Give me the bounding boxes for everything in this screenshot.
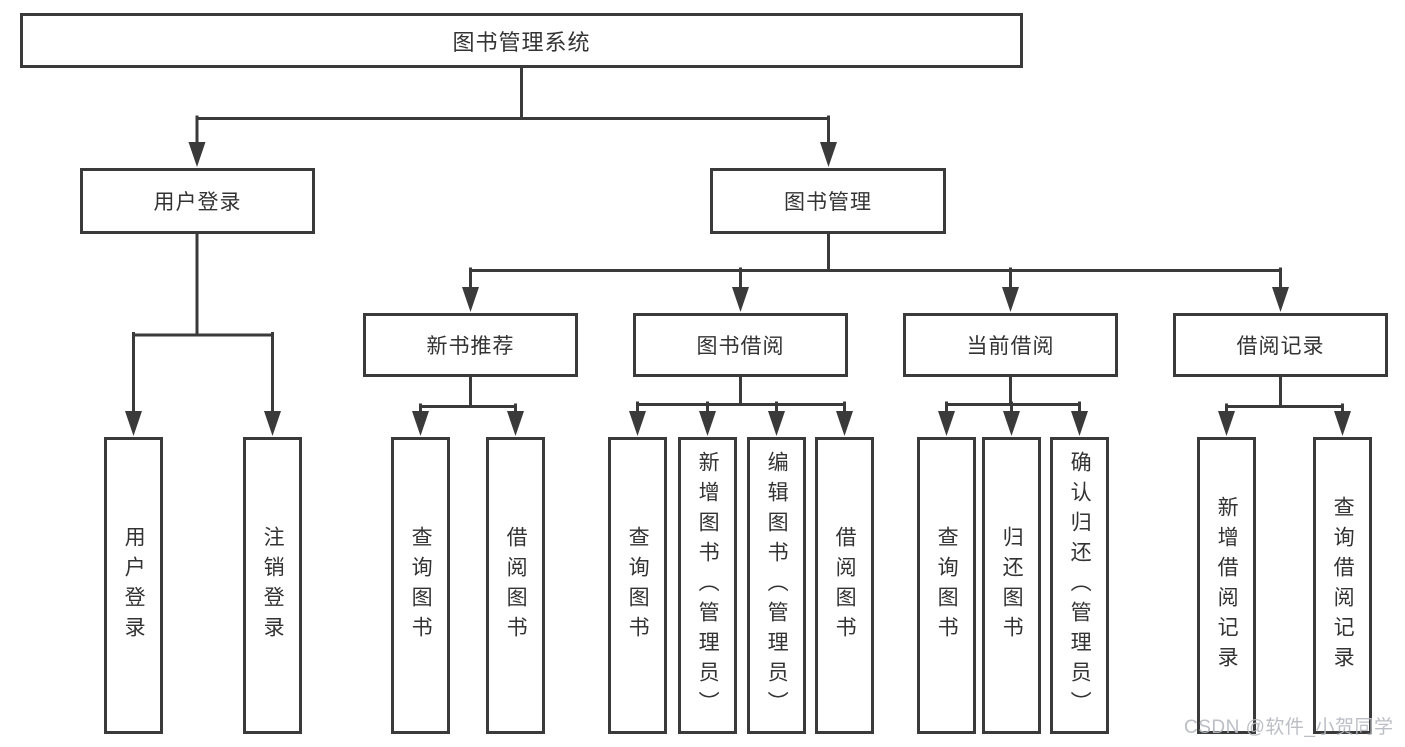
node-cb-return-book: 归还图书 bbox=[982, 437, 1041, 734]
node-new-book-rec: 新书推荐 bbox=[363, 313, 578, 377]
node-cb-query-book: 查询图书 bbox=[917, 437, 976, 734]
node-br-query-record-label: 查询借阅记录 bbox=[1331, 495, 1355, 676]
arrowhead-icon bbox=[125, 411, 142, 436]
arrowhead-icon bbox=[768, 411, 785, 436]
node-bb-add-book-label: 新增图书（管理员） bbox=[696, 450, 720, 721]
node-cb-confirm-return-label: 确认归还（管理员） bbox=[1068, 450, 1092, 721]
node-book-mgmt: 图书管理 bbox=[710, 168, 946, 234]
arrowhead-icon bbox=[732, 287, 749, 312]
node-br-query-record: 查询借阅记录 bbox=[1313, 437, 1372, 734]
node-cb-query-book-label: 查询图书 bbox=[935, 525, 959, 646]
node-book-borrow-label: 图书借阅 bbox=[696, 335, 785, 358]
node-user-login-label: 用户登录 bbox=[153, 191, 242, 214]
node-borrow-records-label: 借阅记录 bbox=[1236, 335, 1325, 358]
node-rec-query-book: 查询图书 bbox=[391, 437, 450, 734]
arrowhead-icon bbox=[188, 142, 206, 167]
node-logout-label: 注销登录 bbox=[261, 525, 285, 646]
node-bb-query-book-label: 查询图书 bbox=[626, 525, 650, 646]
arrowhead-icon bbox=[938, 411, 955, 436]
arrowhead-icon bbox=[1218, 411, 1235, 436]
node-book-borrow: 图书借阅 bbox=[633, 313, 848, 377]
arrowhead-icon bbox=[1334, 411, 1351, 436]
node-current-borrow-label: 当前借阅 bbox=[966, 335, 1055, 358]
csdn-watermark: CSDN @软件_小贺同学 bbox=[1184, 717, 1394, 738]
node-user-login: 用户登录 bbox=[80, 168, 315, 234]
node-br-add-record-label: 新增借阅记录 bbox=[1215, 495, 1239, 676]
arrowhead-icon bbox=[507, 411, 524, 436]
node-bb-edit-book: 编辑图书（管理员） bbox=[747, 437, 806, 734]
node-root-label: 图书管理系统 bbox=[452, 29, 591, 55]
arrowhead-icon bbox=[820, 142, 837, 167]
node-login-label: 用户登录 bbox=[122, 525, 146, 646]
node-logout: 注销登录 bbox=[243, 437, 302, 734]
arrowhead-icon bbox=[629, 411, 646, 436]
node-bb-query-book: 查询图书 bbox=[608, 437, 667, 734]
node-cb-confirm-return: 确认归还（管理员） bbox=[1050, 437, 1109, 734]
arrowhead-icon bbox=[264, 411, 281, 436]
node-new-book-rec-label: 新书推荐 bbox=[426, 335, 515, 358]
node-borrow-records: 借阅记录 bbox=[1173, 313, 1388, 377]
arrowhead-icon bbox=[699, 411, 716, 436]
arrowhead-icon bbox=[1003, 411, 1020, 436]
node-root: 图书管理系统 bbox=[20, 13, 1023, 68]
arrowhead-icon bbox=[1272, 287, 1289, 312]
arrowhead-icon bbox=[836, 411, 853, 436]
node-current-borrow: 当前借阅 bbox=[903, 313, 1118, 377]
node-rec-borrow-book-label: 借阅图书 bbox=[504, 525, 528, 646]
arrowhead-icon bbox=[462, 287, 479, 312]
node-bb-edit-book-label: 编辑图书（管理员） bbox=[765, 450, 789, 721]
arrowhead-icon bbox=[1002, 287, 1019, 312]
arrowhead-icon bbox=[1071, 411, 1088, 436]
node-bb-borrow-book: 借阅图书 bbox=[815, 437, 874, 734]
node-cb-return-book-label: 归还图书 bbox=[1000, 525, 1024, 646]
node-br-add-record: 新增借阅记录 bbox=[1197, 437, 1256, 734]
node-rec-query-book-label: 查询图书 bbox=[409, 525, 433, 646]
node-bb-borrow-book-label: 借阅图书 bbox=[833, 525, 857, 646]
node-book-mgmt-label: 图书管理 bbox=[784, 191, 872, 214]
node-rec-borrow-book: 借阅图书 bbox=[486, 437, 545, 734]
node-bb-add-book: 新增图书（管理员） bbox=[678, 437, 737, 734]
node-login: 用户登录 bbox=[104, 437, 163, 734]
arrowhead-icon bbox=[412, 411, 429, 436]
